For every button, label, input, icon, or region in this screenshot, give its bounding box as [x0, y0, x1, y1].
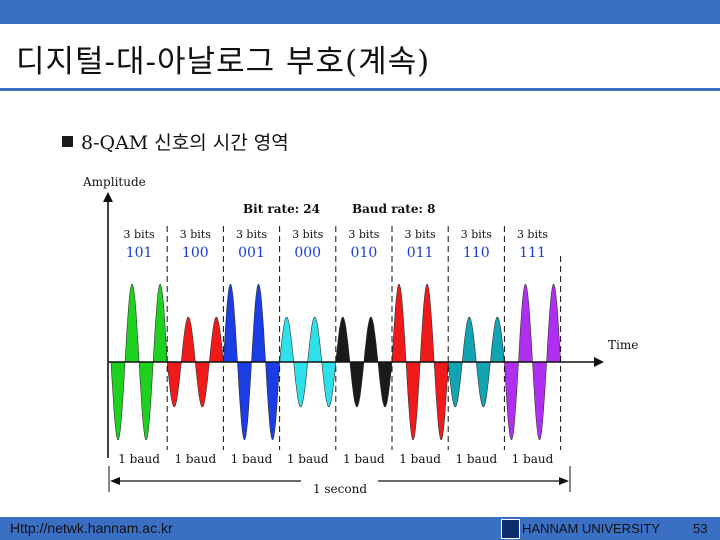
qam-time-domain-diagram: Amplitude Time Bit rate: 24 Baud rate: 8… [82, 175, 638, 496]
baud-label: 1 baud [399, 452, 441, 466]
baud-label: 1 baud [287, 452, 329, 466]
bit-pattern-label: 100 [182, 245, 209, 261]
square-bullet-icon [62, 136, 73, 147]
slide-title: 디지털-대-아날로그 부호(계속) [16, 44, 431, 80]
bit-count-label: 3 bits [461, 228, 492, 241]
baud-label: 1 baud [343, 452, 385, 466]
baud-label: 1 baud [231, 452, 273, 466]
time-label: Time [608, 338, 638, 352]
baud-rate-label: Baud rate: 8 [352, 202, 435, 216]
bit-rate-label: Bit rate: 24 [243, 202, 320, 216]
baud-label: 1 baud [455, 452, 497, 466]
bit-pattern-label: 000 [294, 245, 321, 261]
bit-pattern-label: 001 [238, 245, 265, 261]
title-underline [0, 88, 720, 91]
baud-label: 1 baud [512, 452, 554, 466]
footer-url[interactable]: Http://netwk.hannam.ac.kr [10, 520, 173, 536]
baud-label: 1 baud [174, 452, 216, 466]
bit-pattern-label: 110 [463, 245, 490, 261]
bit-pattern-label: 111 [519, 245, 546, 261]
university-logo-icon [501, 519, 520, 539]
bit-count-label: 3 bits [124, 228, 155, 241]
bullet-text: 8-QAM 신호의 시간 영역 [81, 132, 289, 154]
footer-bar [0, 517, 720, 540]
bit-count-label: 3 bits [348, 228, 379, 241]
page-number: 53 [693, 521, 708, 536]
baud-label: 1 baud [118, 452, 160, 466]
amplitude-label: Amplitude [82, 175, 146, 189]
footer-university: HANNAM UNIVERSITY [522, 521, 660, 536]
bit-count-label: 3 bits [180, 228, 211, 241]
duration-arrowhead-left [110, 477, 120, 485]
bit-count-label: 3 bits [405, 228, 436, 241]
duration-arrowhead-right [559, 477, 569, 485]
bit-pattern-label: 010 [351, 245, 378, 261]
bit-pattern-label: 101 [126, 245, 153, 261]
duration-label: 1 second [313, 482, 367, 496]
bit-count-label: 3 bits [517, 228, 548, 241]
bullet-item: 8-QAM 신호의 시간 영역 [62, 128, 289, 155]
bit-count-label: 3 bits [292, 228, 323, 241]
bit-count-label: 3 bits [236, 228, 267, 241]
top-accent-bar [0, 0, 720, 24]
bit-pattern-label: 011 [407, 245, 434, 261]
